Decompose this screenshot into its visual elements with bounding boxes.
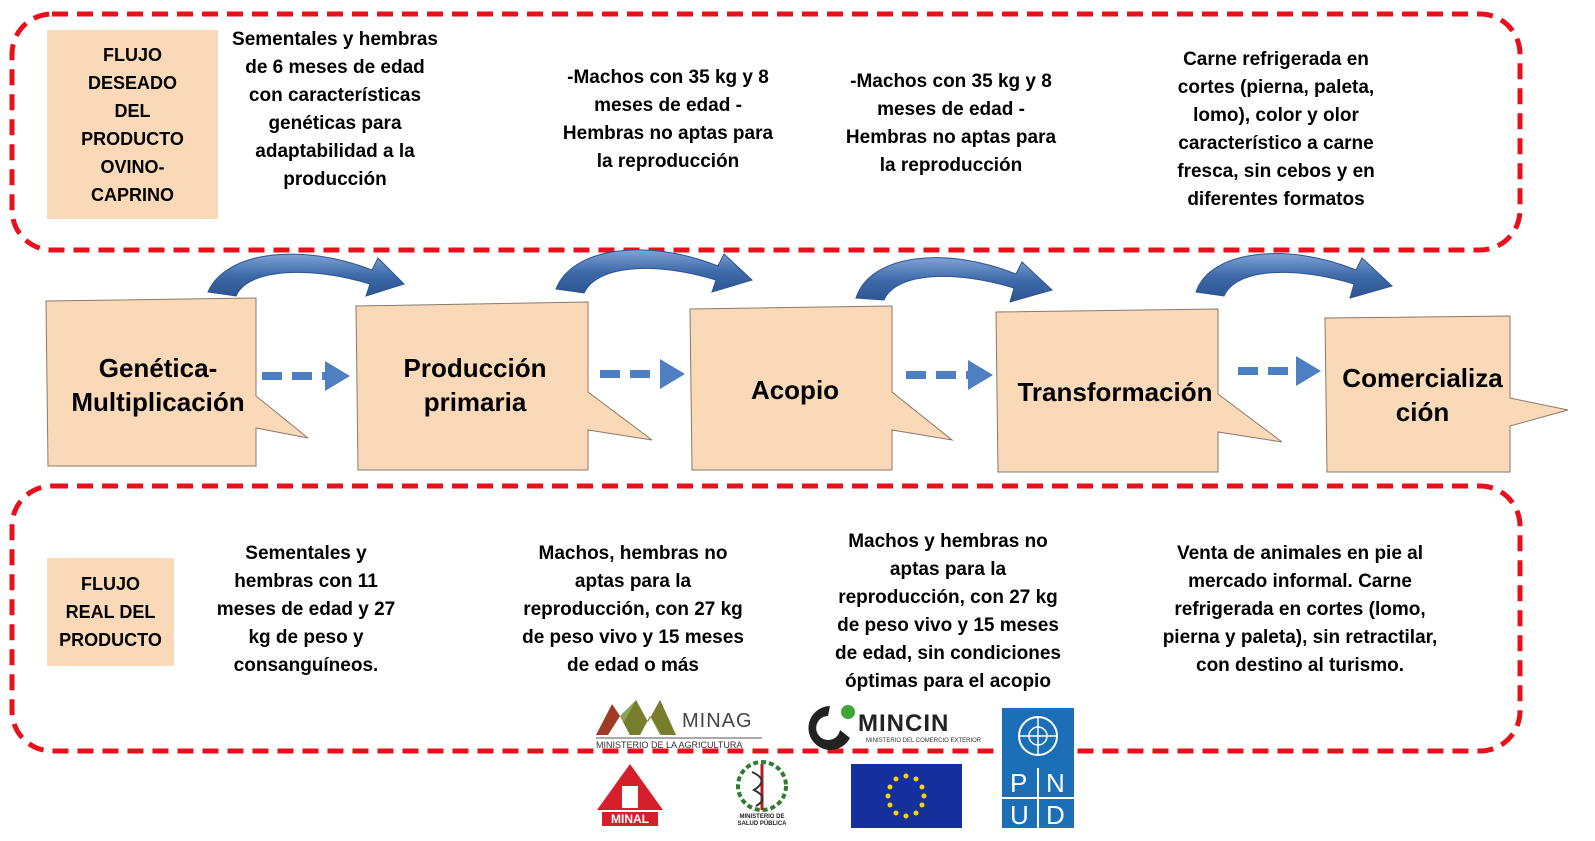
stage-label-line: Acopio (750, 375, 840, 405)
desired-flow-label-line: OVINO- (100, 156, 165, 177)
stage-label-line: Genética- (98, 353, 218, 383)
desired-flow-text-4: Carne refrigerada en cortes (pierna, pal… (1177, 49, 1375, 210)
desired-flow-label-line: CAPRINO (90, 184, 174, 205)
stage-label-line: Producción (403, 353, 547, 383)
stage-box-shape-3 (689, 305, 954, 471)
curved-arrow-4 (1195, 253, 1393, 299)
pnud-logo (1002, 708, 1074, 828)
dashed-arrow-4 (1238, 356, 1321, 386)
stage-label-line: ción (1395, 397, 1450, 427)
minsap-logo-subtext: MINISTERIO DE SALUD PÚBLICA (737, 814, 787, 827)
stage-acopio: Acopio (700, 360, 890, 420)
dashed-arrow-1 (262, 361, 350, 391)
minsap-logo-mark (736, 760, 788, 812)
real-flow-text-1: Sementales y hembras con 11 meses de eda… (216, 543, 396, 676)
dashed-arrow-2 (600, 359, 685, 389)
curved-arrow-1 (207, 253, 405, 297)
real-flow-label-line: REAL DEL (65, 602, 156, 622)
desired-flow-text-3: -Machos con 35 kg y 8 meses de edad -Hem… (845, 71, 1057, 176)
stage-box-shape-5 (1324, 315, 1569, 473)
minag-logo-text: MINAG (682, 710, 753, 732)
real-flow-label-line: PRODUCTO (59, 630, 162, 650)
curved-arrow-3 (855, 257, 1053, 303)
pnud-letter-d: D (1046, 800, 1065, 830)
stage-box-shape-4 (995, 308, 1283, 473)
real-flow-text-2: Machos, hembras no aptas para la reprodu… (522, 543, 744, 676)
mincin-logo-subtext: MINISTERIO DEL COMERCIO EXTERIOR (866, 738, 982, 744)
minag-logo-subtext: MINISTERIO DE LA AGRICULTURA (596, 740, 743, 750)
pnud-letter-p: P (1010, 768, 1028, 798)
desired-flow-frame (9, 11, 1523, 253)
desired-flow-label-line: FLUJO (102, 44, 162, 65)
stage-box-shape-2 (355, 301, 653, 471)
pnud-letter-n: N (1046, 768, 1065, 798)
stage-label-line: Transformación (1017, 377, 1213, 407)
mincin-logo-text: MINCIN (858, 710, 950, 737)
stage-comercializacion: Comercializa ción (1330, 350, 1515, 440)
stage-produccion-primaria: Producción primaria (370, 340, 580, 430)
stage-label-line: Multiplicación (71, 387, 245, 417)
stage-box-shape-1 (45, 297, 309, 467)
stage-genetica-multiplicacion: Genética- Multiplicación (60, 340, 256, 430)
real-flow-text-4: Venta de animales en pie al mercado info… (1162, 543, 1438, 676)
minag-logo-mark (596, 700, 676, 735)
desired-flow-label-line: DESEADO (87, 72, 177, 93)
desired-flow-label: FLUJO DESEADO DEL PRODUCTO OVINO- CAPRIN… (47, 30, 218, 219)
real-flow-frame (9, 483, 1523, 754)
eu-flag (851, 764, 962, 828)
desired-flow-text-2: -Machos con 35 kg y 8 meses de edad -Hem… (562, 67, 774, 172)
desired-flow-label-line: DEL (114, 100, 151, 121)
curved-arrow-2 (555, 249, 753, 294)
stage-transformacion: Transformación (1000, 362, 1230, 422)
desired-flow-label-line: PRODUCTO (81, 128, 184, 149)
real-flow-label: FLUJO REAL DEL PRODUCTO (47, 558, 174, 666)
minal-logo-text: MINAL (611, 812, 649, 826)
real-flow-text-3: Machos y hembras no aptas para la reprod… (835, 531, 1061, 692)
pnud-letter-u: U (1010, 800, 1029, 830)
stage-label-line: Comercializa (1342, 363, 1503, 393)
real-flow-label-line: FLUJO (80, 574, 140, 594)
dashed-arrow-3 (906, 360, 993, 390)
stage-label-line: primaria (423, 387, 527, 417)
minal-logo-mark (597, 764, 663, 826)
desired-flow-text-1: Sementales y hembras de 6 meses de edad … (232, 29, 438, 190)
mincin-logo-mark (808, 705, 855, 750)
